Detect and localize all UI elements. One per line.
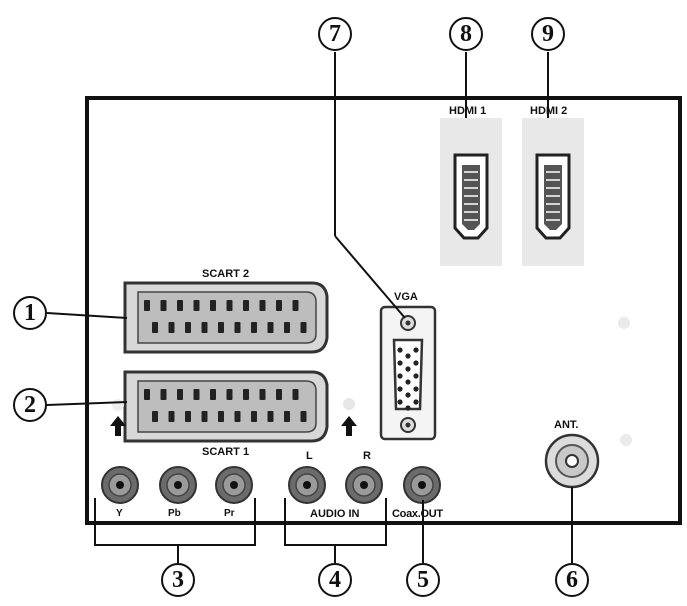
- scart2-pins: [144, 300, 307, 333]
- indicator-dot: [618, 317, 630, 329]
- callout-2: 2: [13, 388, 47, 422]
- coax-out-label: Coax.OUT: [392, 508, 443, 520]
- audio-r-label: R: [363, 450, 371, 462]
- callout-6: 6: [555, 563, 589, 597]
- scart2-port: [123, 281, 329, 354]
- vga-port: [379, 305, 437, 441]
- callout-3: 3: [161, 563, 195, 597]
- rca-jacks: [101, 466, 441, 504]
- vga-label: VGA: [394, 291, 418, 303]
- callout-7: 7: [318, 17, 352, 51]
- component-y-label: Y: [116, 508, 123, 519]
- hdmi1-port: [453, 153, 489, 240]
- indicator-dot: [112, 399, 124, 411]
- scart1-label: SCART 1: [202, 446, 250, 458]
- indicator-dot: [343, 398, 355, 410]
- callout-4: 4: [318, 563, 352, 597]
- panel-outline: [85, 96, 682, 525]
- scart1-port: [123, 370, 329, 443]
- hdmi2-port: [535, 153, 571, 240]
- vga-pins: [397, 347, 419, 411]
- bracket-component: [94, 498, 256, 563]
- component-pr-label: Pr: [224, 508, 235, 519]
- audio-l-label: L: [306, 450, 313, 462]
- callout-8: 8: [449, 17, 483, 51]
- component-pb-label: Pb: [168, 508, 181, 519]
- scart2-label: SCART 2: [202, 268, 250, 280]
- antenna-port: [544, 433, 600, 489]
- arrow-up-icon: [110, 416, 126, 436]
- hdmi2-label: HDMI 2: [530, 105, 568, 117]
- bracket-audio-in: [284, 498, 387, 563]
- arrow-up-icon: [341, 416, 357, 436]
- ant-label: ANT.: [554, 419, 579, 431]
- audio-in-label: AUDIO IN: [310, 508, 360, 520]
- scart1-pins: [144, 389, 307, 422]
- callout-1: 1: [13, 296, 47, 330]
- hdmi1-label: HDMI 1: [449, 105, 487, 117]
- callout-9: 9: [531, 17, 565, 51]
- leader-lines: [46, 52, 573, 563]
- indicator-dot: [620, 434, 632, 446]
- callout-5: 5: [406, 563, 440, 597]
